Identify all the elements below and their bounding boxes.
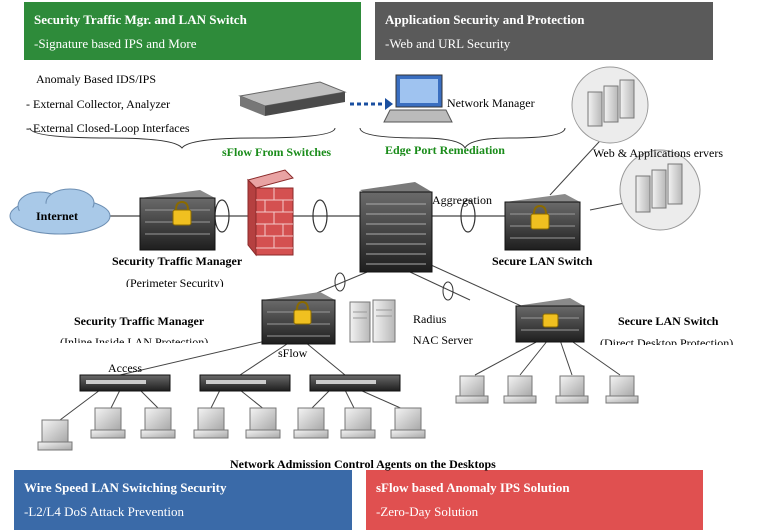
- label-network-manager: Network Manager: [447, 96, 535, 110]
- link-core-to-radius: [409, 271, 471, 301]
- security-traffic-manager-inside-device: [261, 292, 336, 345]
- desktop-links: [59, 389, 406, 421]
- security-traffic-manager-device: [139, 190, 216, 251]
- banner-title: Application Security and Protection: [385, 12, 585, 27]
- label-stm-perimeter: Security Traffic Manager: [112, 254, 243, 268]
- banner-title: Wire Speed LAN Switching Security: [24, 480, 227, 495]
- label-access: Access: [108, 361, 142, 375]
- banner-application-security: Application Security and Protection -Web…: [375, 2, 713, 60]
- label-web-app-servers: Web & Applications ervers: [593, 146, 724, 160]
- banner-subtitle: -Signature based IPS and More: [34, 36, 197, 51]
- arrow-head: [385, 98, 393, 110]
- banner-wire-speed-lan: Wire Speed LAN Switching Security -L2/L4…: [14, 470, 352, 530]
- banner-security-traffic-mgr: Security Traffic Mgr. and LAN Switch -Si…: [24, 2, 361, 60]
- anomaly-item: - External Closed-Loop Interfaces: [26, 121, 190, 135]
- label-secure-lan-right: Secure LAN Switch: [618, 314, 719, 328]
- link-ellipse: [442, 281, 454, 301]
- link-ellipse: [312, 199, 328, 233]
- access-switch: [79, 374, 171, 392]
- access-switch: [199, 374, 291, 392]
- link-ellipse: [460, 199, 476, 233]
- web-server-cluster-top: [571, 66, 649, 144]
- label-secure-lan-top: Secure LAN Switch: [492, 254, 593, 268]
- banner-sflow-anomaly-ips: sFlow based Anomaly IPS Solution -Zero-D…: [366, 470, 703, 530]
- label-secure-lan-right-sub: (Direct Desktop Protection): [600, 337, 734, 345]
- link-stm-to-access-2: [239, 341, 291, 376]
- link-core-to-secure-lan-right: [419, 259, 531, 311]
- banner-subtitle: -L2/L4 DoS Attack Prevention: [24, 504, 184, 519]
- label-sflow: sFlow: [278, 346, 308, 360]
- label-stm-inside-sub: (Inline Inside LAN Protection): [60, 336, 209, 343]
- network-manager-laptop-icon: [383, 74, 453, 123]
- label-nac-server: NAC Server: [413, 333, 473, 347]
- banner-subtitle: -Web and URL Security: [385, 36, 511, 51]
- desktop-computers-right: [455, 375, 639, 404]
- secure-lan-switch-right-device: [515, 298, 585, 343]
- link-stm-to-access-1: [119, 339, 271, 376]
- link-ellipse: [334, 272, 346, 292]
- label-nac-agents: Network Admission Control Agents on the …: [230, 457, 496, 471]
- secure-lan-switch-device: [504, 194, 581, 251]
- firewall-icon: [247, 169, 294, 257]
- label-aggregation: Aggregation: [432, 193, 492, 207]
- radius-server-icon: [349, 299, 396, 343]
- edge-port-brace: [359, 127, 566, 150]
- collector-rack-device: [238, 81, 347, 116]
- label-stm-inside: Security Traffic Manager: [74, 314, 205, 328]
- label-radius: Radius: [413, 312, 447, 326]
- anomaly-brace: [29, 127, 336, 149]
- web-server-cluster-bottom: [619, 149, 701, 231]
- label-stm-perimeter-sub: (Perimeter Security): [126, 277, 224, 287]
- banner-subtitle: -Zero-Day Solution: [376, 504, 479, 519]
- internet-cloud: [9, 188, 111, 235]
- access-switch: [309, 374, 401, 392]
- desktop-links-right: [474, 339, 621, 376]
- label-sflow-from-switches: sFlow From Switches: [222, 145, 332, 159]
- anomaly-item: - External Collector, Analyzer: [26, 97, 171, 111]
- banner-title: Security Traffic Mgr. and LAN Switch: [34, 12, 247, 27]
- desktop-computers-left: [37, 407, 426, 451]
- link-stm-to-access-3: [304, 341, 346, 376]
- label-internet: Internet: [36, 209, 78, 223]
- anomaly-heading: Anomaly Based IDS/IPS: [36, 72, 156, 86]
- banner-title: sFlow based Anomaly IPS Solution: [376, 480, 570, 495]
- label-edge-port-remediation: Edge Port Remediation: [385, 144, 505, 156]
- core-switch-device: [359, 182, 433, 273]
